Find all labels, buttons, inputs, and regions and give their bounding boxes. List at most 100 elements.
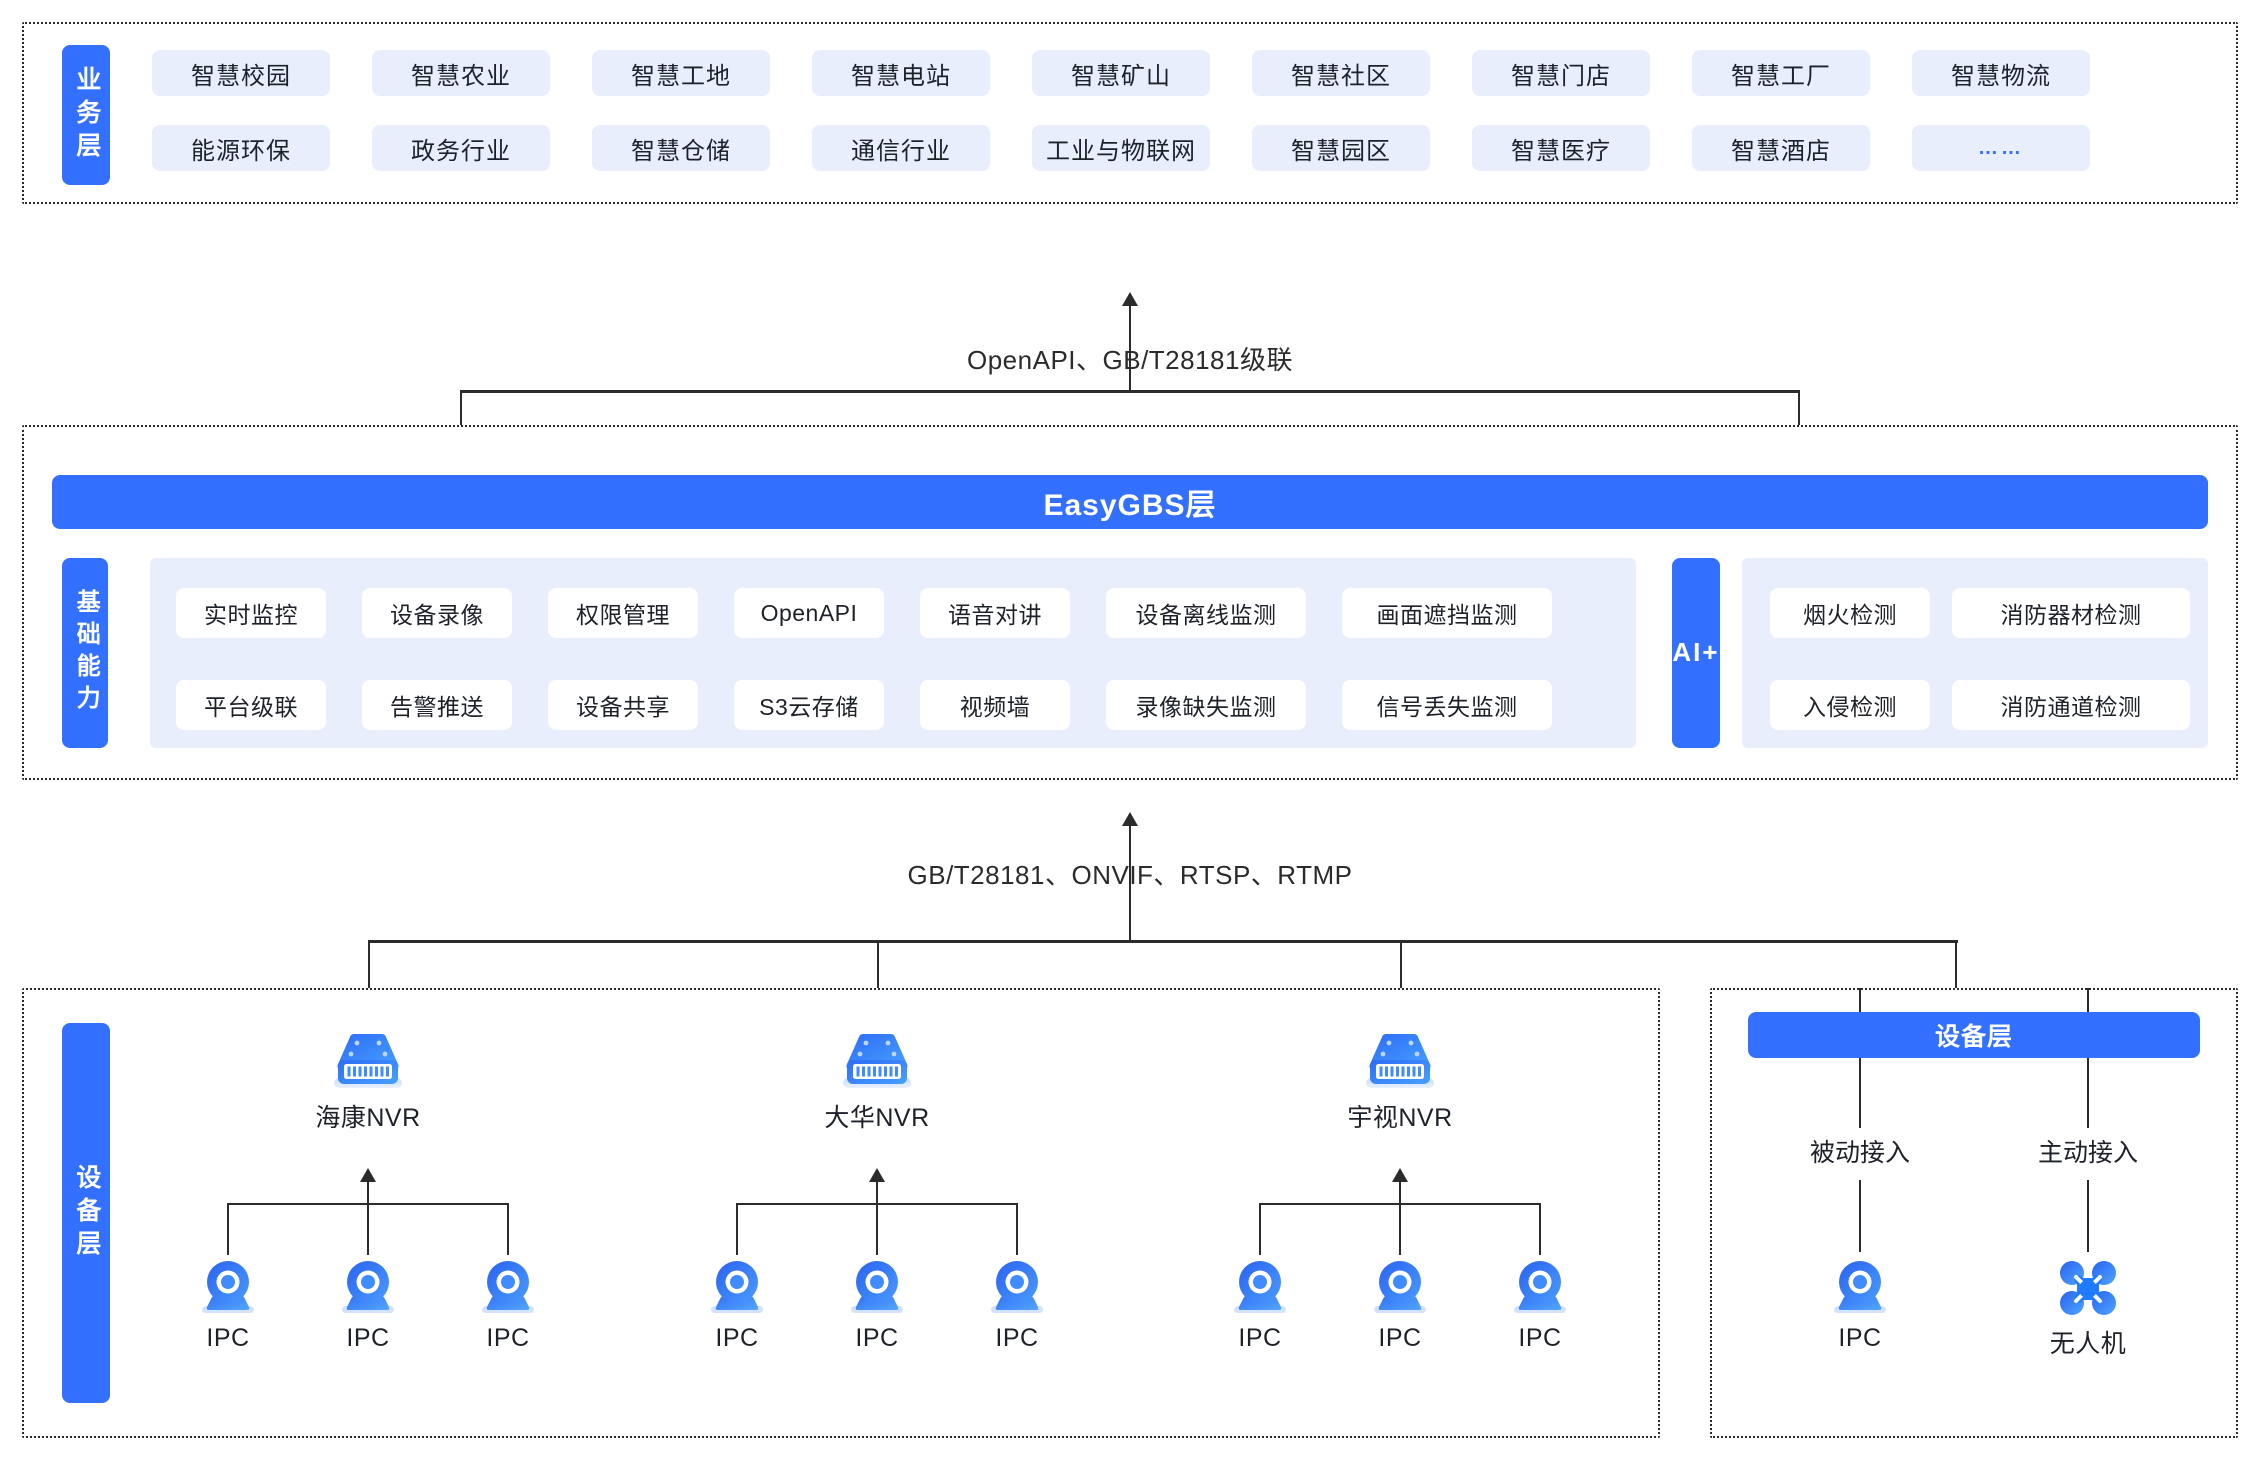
capability-chip[interactable]: 平台级联 bbox=[176, 680, 326, 730]
capability-chip[interactable]: 画面遮挡监测 bbox=[1342, 588, 1552, 638]
connector-line bbox=[877, 940, 879, 1030]
capability-chip[interactable]: 信号丢失监测 bbox=[1342, 680, 1552, 730]
capability-chip[interactable]: 设备录像 bbox=[362, 588, 512, 638]
business-chip[interactable]: 智慧医疗 bbox=[1472, 125, 1650, 171]
connector-line bbox=[2087, 988, 2089, 1012]
connector-line bbox=[460, 390, 1800, 393]
ipc-node[interactable]: IPC bbox=[1340, 1258, 1460, 1353]
ipc-icon-wrapper bbox=[1230, 1258, 1290, 1318]
ipc-node[interactable]: IPC bbox=[957, 1258, 1077, 1353]
business-chip[interactable]: 智慧电站 bbox=[812, 50, 990, 96]
ipc-node[interactable]: IPC bbox=[308, 1258, 428, 1353]
ipc-label: IPC bbox=[855, 1324, 899, 1352]
business-chip[interactable]: 智慧矿山 bbox=[1032, 50, 1210, 96]
business-chip[interactable]: 智慧工地 bbox=[592, 50, 770, 96]
ipc-camera-icon bbox=[1514, 1261, 1566, 1313]
ipc-label: IPC bbox=[1378, 1324, 1422, 1352]
business-chip[interactable]: 智慧农业 bbox=[372, 50, 550, 96]
connector-line bbox=[367, 1203, 369, 1255]
business-chip[interactable]: 政务行业 bbox=[372, 125, 550, 171]
ipc-node[interactable]: IPC bbox=[168, 1258, 288, 1353]
ipc-camera-icon bbox=[202, 1261, 254, 1313]
business-chip[interactable]: 智慧校园 bbox=[152, 50, 330, 96]
capability-chip[interactable]: 视频墙 bbox=[920, 680, 1070, 730]
capability-chip[interactable]: 录像缺失监测 bbox=[1106, 680, 1306, 730]
business-chip[interactable]: …… bbox=[1912, 125, 2090, 171]
connector-line bbox=[1259, 1203, 1261, 1255]
right-device-label: 无人机 bbox=[2049, 1330, 2127, 1358]
ai-capability-chip[interactable]: 消防器材检测 bbox=[1952, 588, 2190, 638]
device-layer-side-label: 设备层 bbox=[62, 1023, 110, 1403]
business-chip[interactable]: 能源环保 bbox=[152, 125, 330, 171]
ipc-node[interactable]: IPC bbox=[677, 1258, 797, 1353]
right-device-label: IPC bbox=[1838, 1324, 1882, 1352]
business-chip[interactable]: 智慧物流 bbox=[1912, 50, 2090, 96]
nvr-node[interactable]: 大华NVR bbox=[787, 1030, 967, 1134]
business-chip[interactable]: 智慧工厂 bbox=[1692, 50, 1870, 96]
capability-chip[interactable]: 设备离线监测 bbox=[1106, 588, 1306, 638]
ai-capability-chip[interactable]: 入侵检测 bbox=[1770, 680, 1930, 730]
capability-chip[interactable]: OpenAPI bbox=[734, 588, 884, 638]
connector-line bbox=[368, 940, 370, 1030]
ipc-label: IPC bbox=[715, 1324, 759, 1352]
arrow-up-icon bbox=[1122, 812, 1138, 826]
business-chip[interactable]: 智慧仓储 bbox=[592, 125, 770, 171]
ipc-icon-wrapper bbox=[707, 1258, 767, 1318]
business-chip[interactable]: 智慧社区 bbox=[1252, 50, 1430, 96]
ipc-icon-wrapper bbox=[478, 1258, 538, 1318]
nvr-icon bbox=[1366, 1034, 1434, 1088]
arrow-up-icon bbox=[1122, 292, 1138, 306]
connector-line bbox=[2087, 1180, 2089, 1252]
ai-plus-side-label: AI+ bbox=[1672, 558, 1720, 748]
nvr-label: 海康NVR bbox=[315, 1104, 421, 1132]
capability-chip[interactable]: 告警推送 bbox=[362, 680, 512, 730]
arrow-up-icon bbox=[1392, 1168, 1408, 1182]
ipc-label: IPC bbox=[346, 1324, 390, 1352]
business-chip[interactable]: 通信行业 bbox=[812, 125, 990, 171]
nvr-node[interactable]: 海康NVR bbox=[278, 1030, 458, 1134]
ipc-node[interactable]: IPC bbox=[1480, 1258, 1600, 1353]
connector-line bbox=[1129, 906, 1131, 942]
ipc-node[interactable]: IPC bbox=[1200, 1258, 1320, 1353]
ipc-camera-icon bbox=[342, 1261, 394, 1313]
ipc-camera-icon bbox=[482, 1261, 534, 1313]
business-chip[interactable]: 智慧酒店 bbox=[1692, 125, 1870, 171]
capability-chip[interactable]: 设备共享 bbox=[548, 680, 698, 730]
ipc-node[interactable]: IPC bbox=[817, 1258, 937, 1353]
ipc-camera-icon bbox=[1834, 1261, 1886, 1313]
connector-line bbox=[876, 1203, 878, 1255]
ipc-camera-icon bbox=[1374, 1261, 1426, 1313]
capability-chip[interactable]: 权限管理 bbox=[548, 588, 698, 638]
connector-line bbox=[227, 1203, 229, 1255]
nvr-node[interactable]: 宇视NVR bbox=[1310, 1030, 1490, 1134]
easygbs-title-bar: EasyGBS层 bbox=[52, 475, 2208, 529]
business-chip[interactable]: 智慧门店 bbox=[1472, 50, 1650, 96]
right-device-node[interactable]: 无人机 bbox=[2018, 1258, 2158, 1360]
device-icon-wrapper bbox=[1830, 1258, 1890, 1318]
ipc-label: IPC bbox=[1518, 1324, 1562, 1352]
ipc-label: IPC bbox=[486, 1324, 530, 1352]
capability-chip[interactable]: 语音对讲 bbox=[920, 588, 1070, 638]
connector-line bbox=[1399, 1203, 1401, 1255]
ipc-icon-wrapper bbox=[987, 1258, 1047, 1318]
ai-capability-chip[interactable]: 消防通道检测 bbox=[1952, 680, 2190, 730]
ipc-camera-icon bbox=[991, 1261, 1043, 1313]
nvr-icon-wrapper bbox=[839, 1030, 915, 1092]
connector-line bbox=[368, 940, 1958, 943]
connector-line bbox=[1400, 940, 1402, 1030]
capability-chip[interactable]: S3云存储 bbox=[734, 680, 884, 730]
ipc-label: IPC bbox=[1238, 1324, 1282, 1352]
ipc-node[interactable]: IPC bbox=[448, 1258, 568, 1353]
ipc-label: IPC bbox=[206, 1324, 250, 1352]
right-device-node[interactable]: IPC bbox=[1790, 1258, 1930, 1353]
connector-line bbox=[876, 1182, 878, 1204]
ipc-icon-wrapper bbox=[198, 1258, 258, 1318]
device-layer-right-container bbox=[1710, 988, 2238, 1438]
capability-chip[interactable]: 实时监控 bbox=[176, 588, 326, 638]
ai-capability-chip[interactable]: 烟火检测 bbox=[1770, 588, 1930, 638]
connector-line bbox=[1016, 1203, 1018, 1255]
business-chip[interactable]: 工业与物联网 bbox=[1032, 125, 1210, 171]
business-chip[interactable]: 智慧园区 bbox=[1252, 125, 1430, 171]
ipc-icon-wrapper bbox=[1510, 1258, 1570, 1318]
